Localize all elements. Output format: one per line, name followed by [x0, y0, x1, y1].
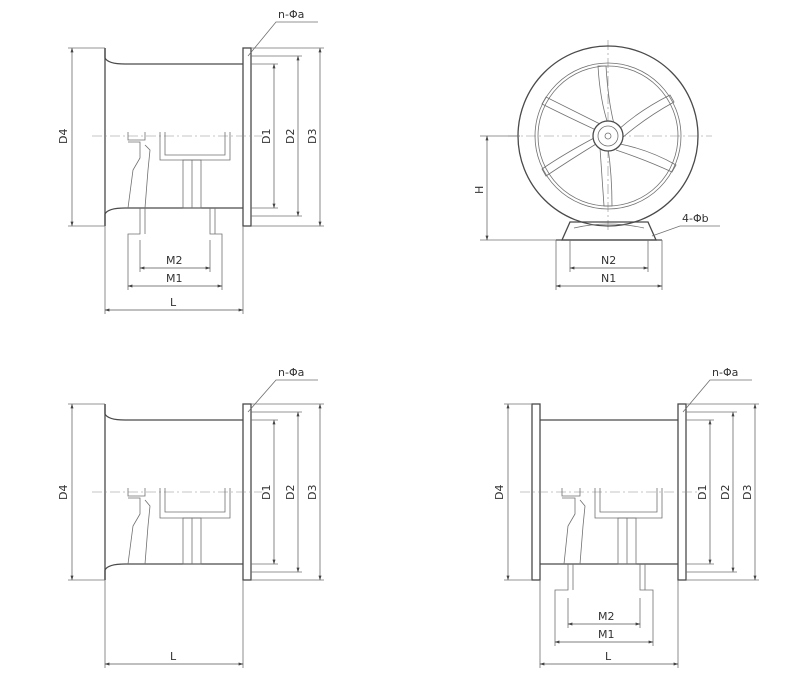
d4-label: D4	[57, 485, 70, 500]
d1-label: D1	[260, 129, 273, 144]
d3-label: D3	[306, 129, 319, 144]
d3-label: D3	[741, 485, 754, 500]
motor-section	[127, 132, 231, 209]
d2-label: D2	[284, 485, 297, 500]
motor-section	[561, 488, 663, 565]
d2-label: D2	[719, 485, 732, 500]
n2-label: N2	[601, 254, 616, 267]
m2-label: M2	[166, 254, 183, 267]
flange-holes-label: n-Φa	[278, 8, 304, 21]
l-label: L	[605, 650, 612, 663]
n1-label: N1	[601, 272, 616, 285]
m1-label: M1	[166, 272, 183, 285]
flange-holes-label: n-Φa	[278, 366, 304, 379]
h-label: H	[473, 186, 486, 194]
mounting-feet	[554, 564, 654, 598]
m2-label: M2	[598, 610, 615, 623]
hub	[592, 120, 624, 152]
side-view-with-inlet: n-Φa D4 D1 D2 D3 L	[57, 366, 324, 668]
mounting-feet	[127, 208, 223, 240]
d3-label: D3	[306, 485, 319, 500]
m1-label: M1	[598, 628, 615, 641]
d1-label: D1	[260, 485, 273, 500]
d2-label: D2	[284, 129, 297, 144]
base-holes-label: 4-Φb	[682, 212, 709, 225]
side-view-double-flange: n-Φa D4 D1 D2 D3 M2 M1 L	[493, 366, 759, 668]
impeller-blades	[541, 65, 677, 207]
motor-section	[127, 488, 231, 565]
l-label: L	[170, 650, 177, 663]
flange-holes-label: n-Φa	[712, 366, 738, 379]
mounting-base	[560, 221, 658, 241]
d4-label: D4	[57, 129, 70, 144]
front-view: H 4-Φb N2 N1	[473, 40, 720, 290]
d4-label: D4	[493, 485, 506, 500]
d1-label: D1	[696, 485, 709, 500]
l-label: L	[170, 296, 177, 309]
side-view-with-inlet-and-feet: n-Φa D4 D1 D2 D3 M2 M1 L	[57, 8, 324, 314]
